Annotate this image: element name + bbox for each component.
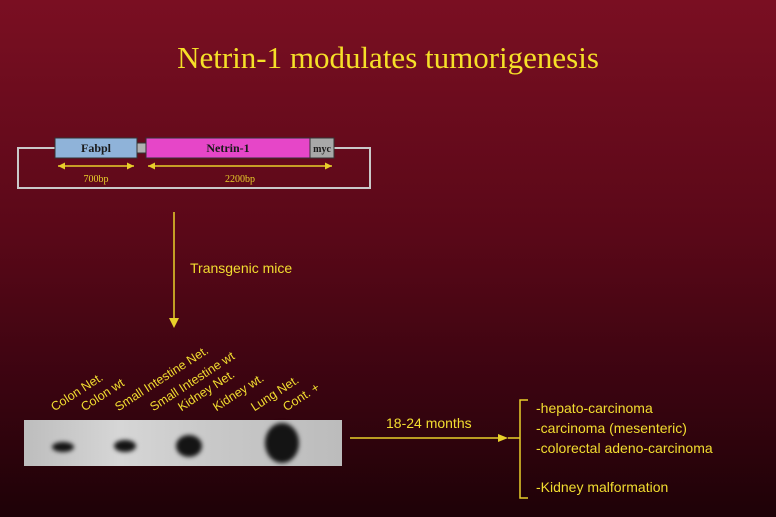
outcome-item: -colorectal adeno-carcinoma (536, 438, 713, 458)
band-lung-net (265, 423, 299, 463)
transgenic-mice-label: Transgenic mice (190, 260, 292, 276)
band-small-intestine-net (114, 440, 136, 452)
outcome-item: -carcinoma (mesenteric) (536, 418, 713, 438)
outcome-item: -Kidney malformation (536, 477, 713, 497)
band-colon-net (52, 442, 74, 452)
outcome-item: -hepato-carcinoma (536, 398, 713, 418)
outcome-list: -hepato-carcinoma -carcinoma (mesenteric… (536, 398, 713, 497)
northern-blot-gel (24, 420, 342, 466)
band-kidney-net (176, 435, 202, 457)
outcome-bracket (520, 400, 528, 498)
timeline-label: 18-24 months (386, 415, 472, 431)
